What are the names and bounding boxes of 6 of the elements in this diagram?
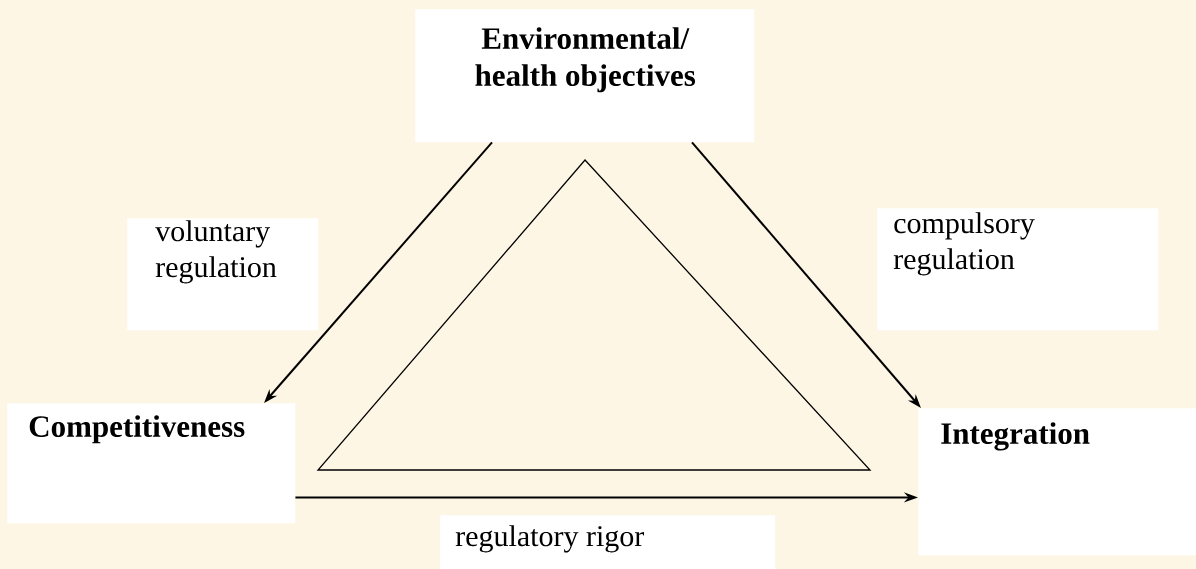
- label-box: compulsory regulation: [877, 208, 1159, 331]
- concept-box: Competitiveness: [7, 403, 296, 524]
- label-box: voluntary regulation: [127, 218, 319, 331]
- label-box: regulatory rigor: [440, 515, 776, 569]
- concept-box: Integration: [918, 408, 1196, 556]
- objective-box: Environmental/ health objectives: [415, 9, 755, 143]
